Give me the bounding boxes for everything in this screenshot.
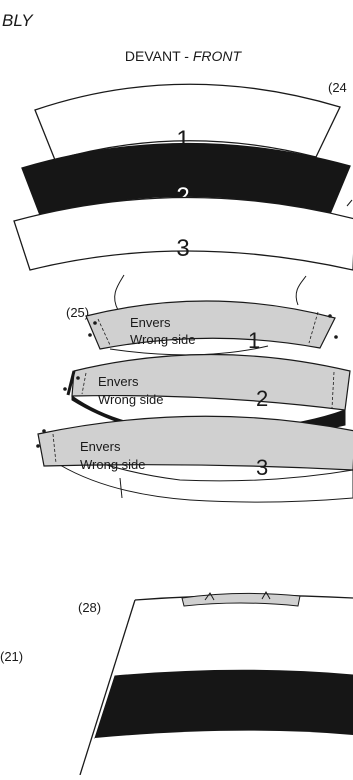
piece-3-underside <box>39 437 353 503</box>
front-label: DEVANT - FRONT <box>125 48 243 64</box>
step-21-marker: (21) <box>0 649 23 664</box>
assembled-left-edge <box>79 599 136 776</box>
pin-dot <box>328 314 332 318</box>
band-2-shape <box>21 142 351 216</box>
pin-dot <box>88 333 92 337</box>
piece-1-stitch-right <box>308 311 319 344</box>
band-1-shape <box>34 83 341 161</box>
piece-1-underside <box>109 345 269 356</box>
piece-2-bound-edge <box>66 370 76 396</box>
piece-3-fold-line <box>119 477 123 499</box>
band-3-shape <box>13 196 353 271</box>
piece-3-number: 3 <box>256 455 268 480</box>
piece-1-number: 1 <box>248 328 260 353</box>
pin-dot <box>93 321 97 325</box>
pin-dot <box>63 387 67 391</box>
piece-3: Envers Wrong side 3 <box>36 415 353 503</box>
assembled-middle-band <box>94 669 353 739</box>
notch <box>204 592 215 601</box>
piece-2-number: 2 <box>256 386 268 411</box>
piece-2-shape <box>71 353 351 411</box>
piece-1: Envers Wrong side 1 <box>85 300 338 356</box>
step-24-bands: 1 2 3 <box>13 83 353 271</box>
band-3-number: 3 <box>176 235 189 262</box>
pin-dot <box>76 376 80 380</box>
piece-2-stitch-right <box>331 371 335 409</box>
piece-2-wrong-side: Wrong side <box>98 392 164 407</box>
piece-3-envers: Envers <box>80 439 121 454</box>
piece-2-envers: Envers <box>98 374 139 389</box>
piece-1-envers: Envers <box>130 315 171 330</box>
assembled-bottom-band <box>80 730 353 775</box>
assembled-front <box>79 590 353 776</box>
pin-dot <box>36 444 40 448</box>
step-24-marker: (24 <box>328 80 347 95</box>
pin-dot <box>334 335 338 339</box>
assembled-top-band <box>115 595 353 676</box>
notch <box>261 590 271 600</box>
pin-dot <box>42 429 46 433</box>
piece-1-shape <box>85 300 336 350</box>
step-25-marker: (25) <box>66 305 89 320</box>
section-title-fragment: BLY <box>2 11 34 30</box>
thread-right <box>295 275 307 306</box>
piece-1-wrong-side: Wrong side <box>130 332 196 347</box>
cut-mark <box>346 199 353 207</box>
piece-3-wrong-side: Wrong side <box>80 457 146 472</box>
piece-3-shape <box>37 415 353 471</box>
piece-2-stitch-left <box>81 372 87 395</box>
thread-left <box>114 274 125 311</box>
step-28-marker: (28) <box>78 600 101 615</box>
